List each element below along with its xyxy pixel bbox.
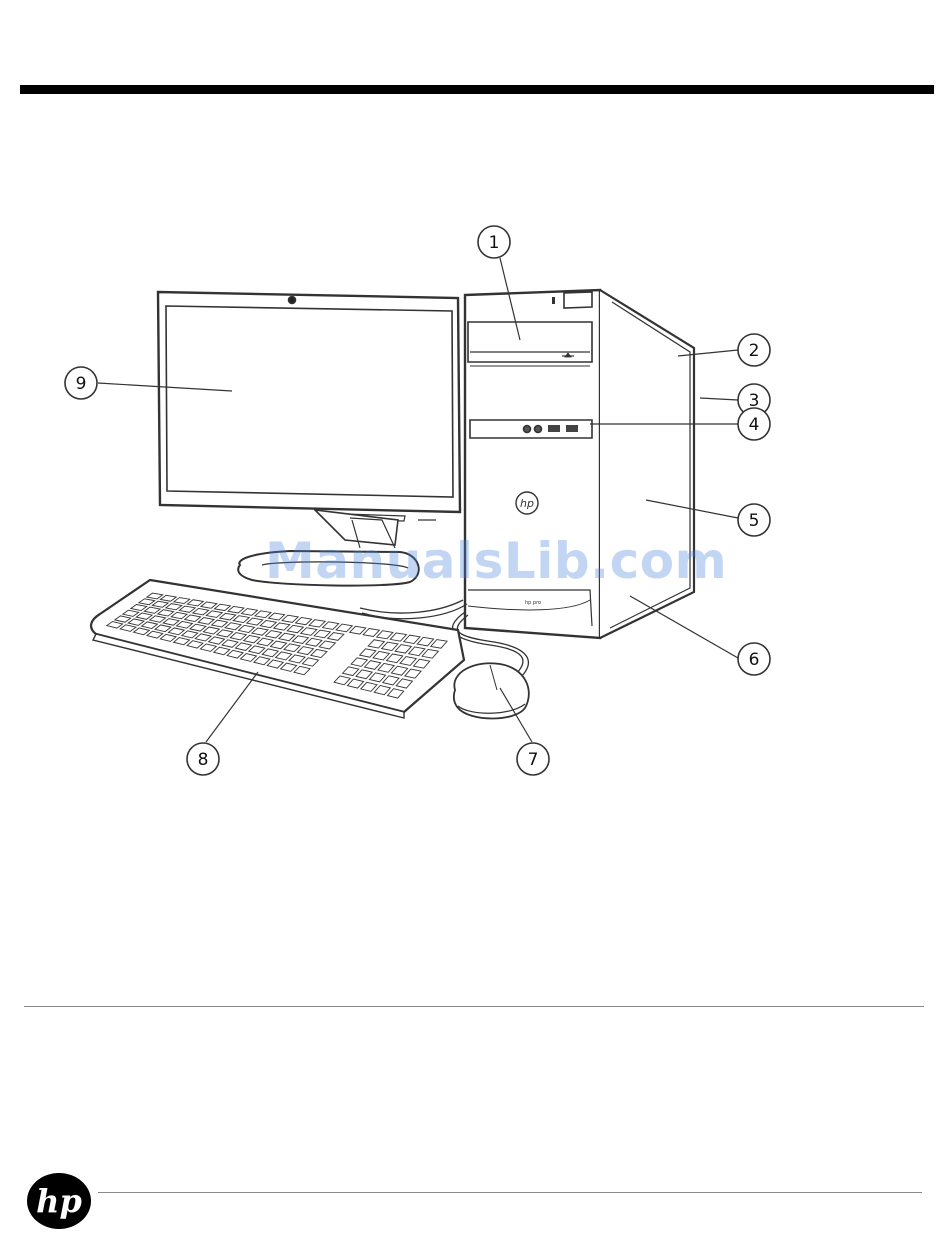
product-illustration: hp hp pro 1 2 3 4 xyxy=(0,0,950,1000)
callout-9: 9 xyxy=(65,367,97,399)
callout-8: 8 xyxy=(187,743,219,775)
callout-6: 6 xyxy=(738,643,770,675)
hp-logo-icon: hp xyxy=(26,1172,92,1230)
callout-label-1: 1 xyxy=(489,233,500,253)
callout-2: 2 xyxy=(738,334,770,366)
webcam-icon xyxy=(289,297,296,304)
mouse xyxy=(454,663,529,718)
keyboard xyxy=(91,580,464,718)
section-divider xyxy=(24,1006,924,1007)
svg-text:hp: hp xyxy=(520,497,534,510)
callout-label-7: 7 xyxy=(528,750,539,770)
callout-label-9: 9 xyxy=(76,374,87,394)
callout-1: 1 xyxy=(478,226,510,258)
callout-label-2: 2 xyxy=(749,341,760,361)
svg-text:hp: hp xyxy=(36,1182,82,1220)
callout-4: 4 xyxy=(738,408,770,440)
callout-label-8: 8 xyxy=(198,750,209,770)
tower-badge: hp pro xyxy=(525,600,541,606)
callout-label-6: 6 xyxy=(749,650,760,670)
callout-5: 5 xyxy=(738,504,770,536)
watermark: ManualsLib.com xyxy=(265,532,705,596)
footer-rule xyxy=(98,1192,922,1193)
callout-label-4: 4 xyxy=(749,415,760,435)
callout-7: 7 xyxy=(517,743,549,775)
callout-label-5: 5 xyxy=(749,511,760,531)
